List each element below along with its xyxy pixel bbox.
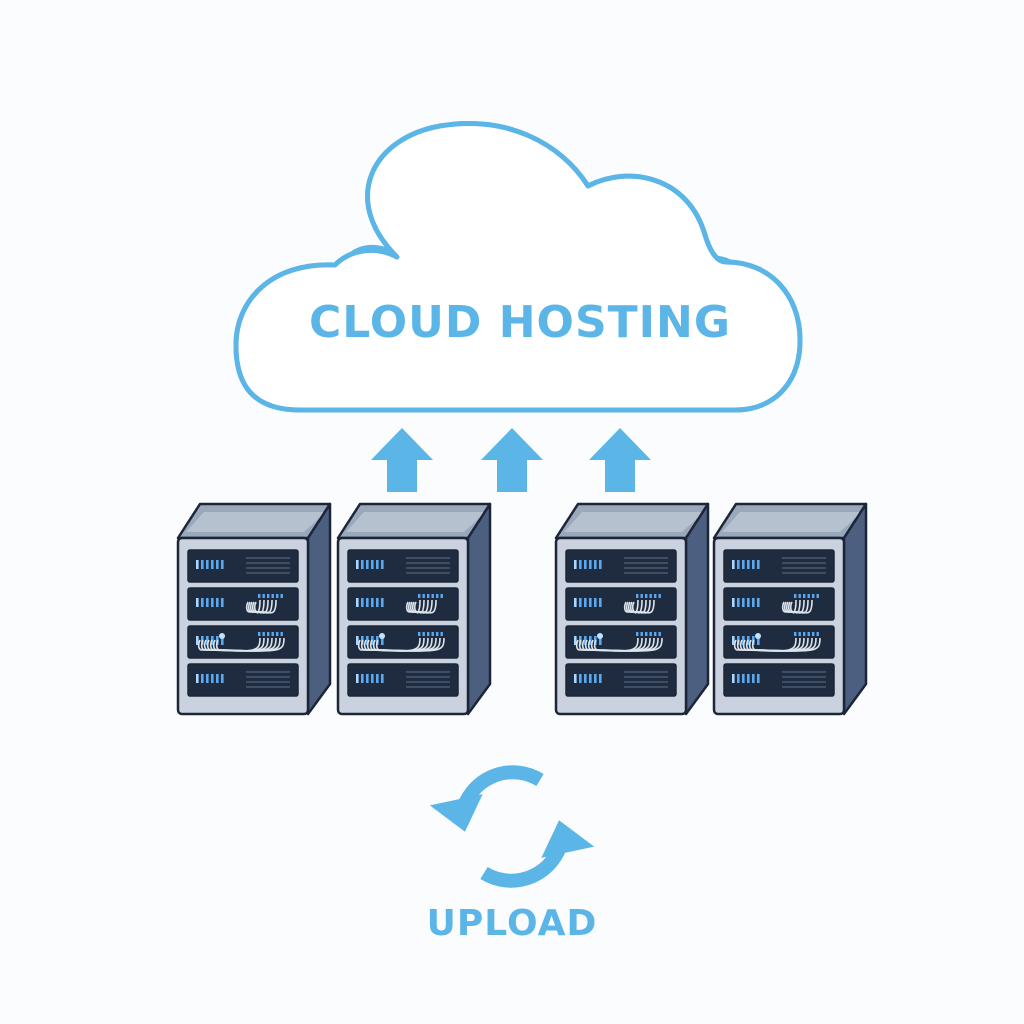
server-bay	[565, 663, 677, 697]
server-bay	[723, 549, 835, 583]
server-bay	[187, 663, 299, 697]
server-bay	[565, 587, 677, 621]
server-rack-icon	[336, 502, 492, 716]
arrows-group	[371, 428, 651, 492]
arrow-up-icon	[589, 428, 651, 492]
server-bay	[187, 549, 299, 583]
server-bay	[187, 625, 299, 659]
upload-label: UPLOAD	[427, 903, 598, 944]
server-bay	[187, 587, 299, 621]
arrow-up-icon	[481, 428, 543, 492]
server-bay	[565, 625, 677, 659]
sync-icon	[429, 765, 595, 888]
server-rack-icon	[712, 502, 868, 716]
cloud-icon	[233, 124, 803, 420]
server-bay	[347, 549, 459, 583]
servers-group	[176, 502, 868, 716]
server-bay	[347, 663, 459, 697]
cloud-label: CLOUD HOSTING	[309, 297, 731, 348]
server-bay	[565, 549, 677, 583]
arrow-up-icon	[371, 428, 433, 492]
server-bay	[723, 663, 835, 697]
server-bay	[723, 625, 835, 659]
server-bay	[347, 587, 459, 621]
server-rack-icon	[554, 502, 710, 716]
server-bay	[723, 587, 835, 621]
server-bay	[347, 625, 459, 659]
server-rack-icon	[176, 502, 332, 716]
